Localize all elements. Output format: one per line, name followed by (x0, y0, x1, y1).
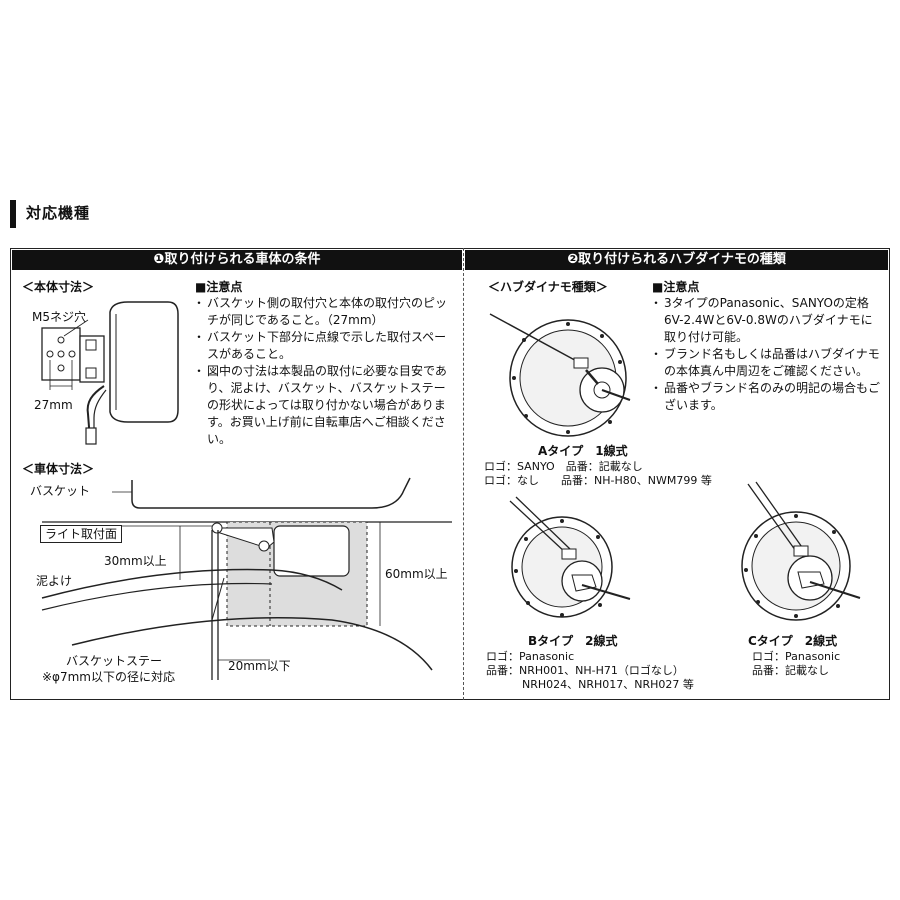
left-header: ❶取り付けられる車体の条件 (12, 250, 462, 270)
basket-label: バスケット (30, 484, 91, 498)
type-c-line2: 品番：記載なし (752, 664, 829, 677)
stay-note: ※φ7mm以下の径に対応 (42, 670, 175, 684)
type-a-line2: ロゴ：なし 品番：NH-H80、NWM799 等 (484, 474, 712, 487)
screw-hole-label: M5ネジ穴 (32, 310, 86, 324)
dim-30-label: 30mm以上 (104, 554, 167, 568)
pitch-label: 27mm (34, 398, 73, 412)
type-a-line1: ロゴ：SANYO 品番：記載なし (484, 460, 643, 473)
left-note: バスケット下部分に点線で示した取付スペースがあること。 (193, 329, 453, 363)
type-a-caption: Aタイプ 1線式 (538, 444, 628, 458)
type-b-line3: NRH024、NRH017、NRH027 等 (522, 678, 694, 691)
basket-stay-label: バスケットステー (66, 654, 163, 668)
light-body-diagram (41, 301, 179, 445)
dim-60-label: 60mm以上 (385, 567, 448, 581)
section-title-bar (10, 200, 16, 228)
right-notes-list: 3タイプのPanasonic、SANYOの定格6V-2.4Wと6V-0.8Wのハ… (650, 295, 882, 414)
left-note: バスケット側の取付穴と本体の取付穴のピッチが同じであること。（27mm） (193, 295, 453, 329)
body-dim-heading: ＜本体寸法＞ (22, 280, 95, 294)
type-b-caption: Bタイプ 2線式 (528, 634, 618, 648)
light-surface-label: ライト取付面 (40, 525, 123, 543)
type-c-line1: ロゴ：Panasonic (752, 650, 841, 663)
type-b-line1: ロゴ：Panasonic (486, 650, 575, 663)
mudguard-label: 泥よけ (36, 574, 73, 588)
compatibility-frame (10, 248, 890, 700)
right-note: 品番やブランド名のみの明記の場合もございます。 (650, 380, 882, 414)
left-notes-list: バスケット側の取付穴と本体の取付穴のピッチが同じであること。（27mm） バスケ… (193, 295, 453, 448)
hub-b-illustration (509, 496, 631, 618)
right-note: ブランド名もしくは品番はハブダイナモの本体真ん中周辺をご確認ください。 (650, 346, 882, 380)
section-title: 対応機種 (26, 204, 91, 222)
type-c-caption: Cタイプ 2線式 (748, 634, 838, 648)
type-b-line2: 品番：NRH001、NH-H71（ロゴなし） (486, 664, 684, 677)
dim-20-label: 20mm以下 (228, 659, 291, 673)
vehicle-dim-heading: ＜車体寸法＞ (22, 462, 95, 476)
column-divider (463, 248, 464, 700)
left-notes-heading: ■注意点 (195, 280, 243, 294)
right-note: 3タイプのPanasonic、SANYOの定格6V-2.4Wと6V-0.8Wのハ… (650, 295, 882, 346)
left-note: 図中の寸法は本製品の取付に必要な目安であり、泥よけ、バスケット、バスケットステー… (193, 363, 453, 448)
hub-c-illustration (741, 481, 861, 621)
hub-a-illustration (489, 313, 631, 437)
vehicle-dimension-diagram (41, 477, 452, 680)
right-header: ❷取り付けられるハブダイナモの種類 (465, 250, 888, 270)
right-notes-heading: ■注意点 (652, 280, 700, 294)
types-heading: ＜ハブダイナモ種類＞ (488, 280, 608, 294)
